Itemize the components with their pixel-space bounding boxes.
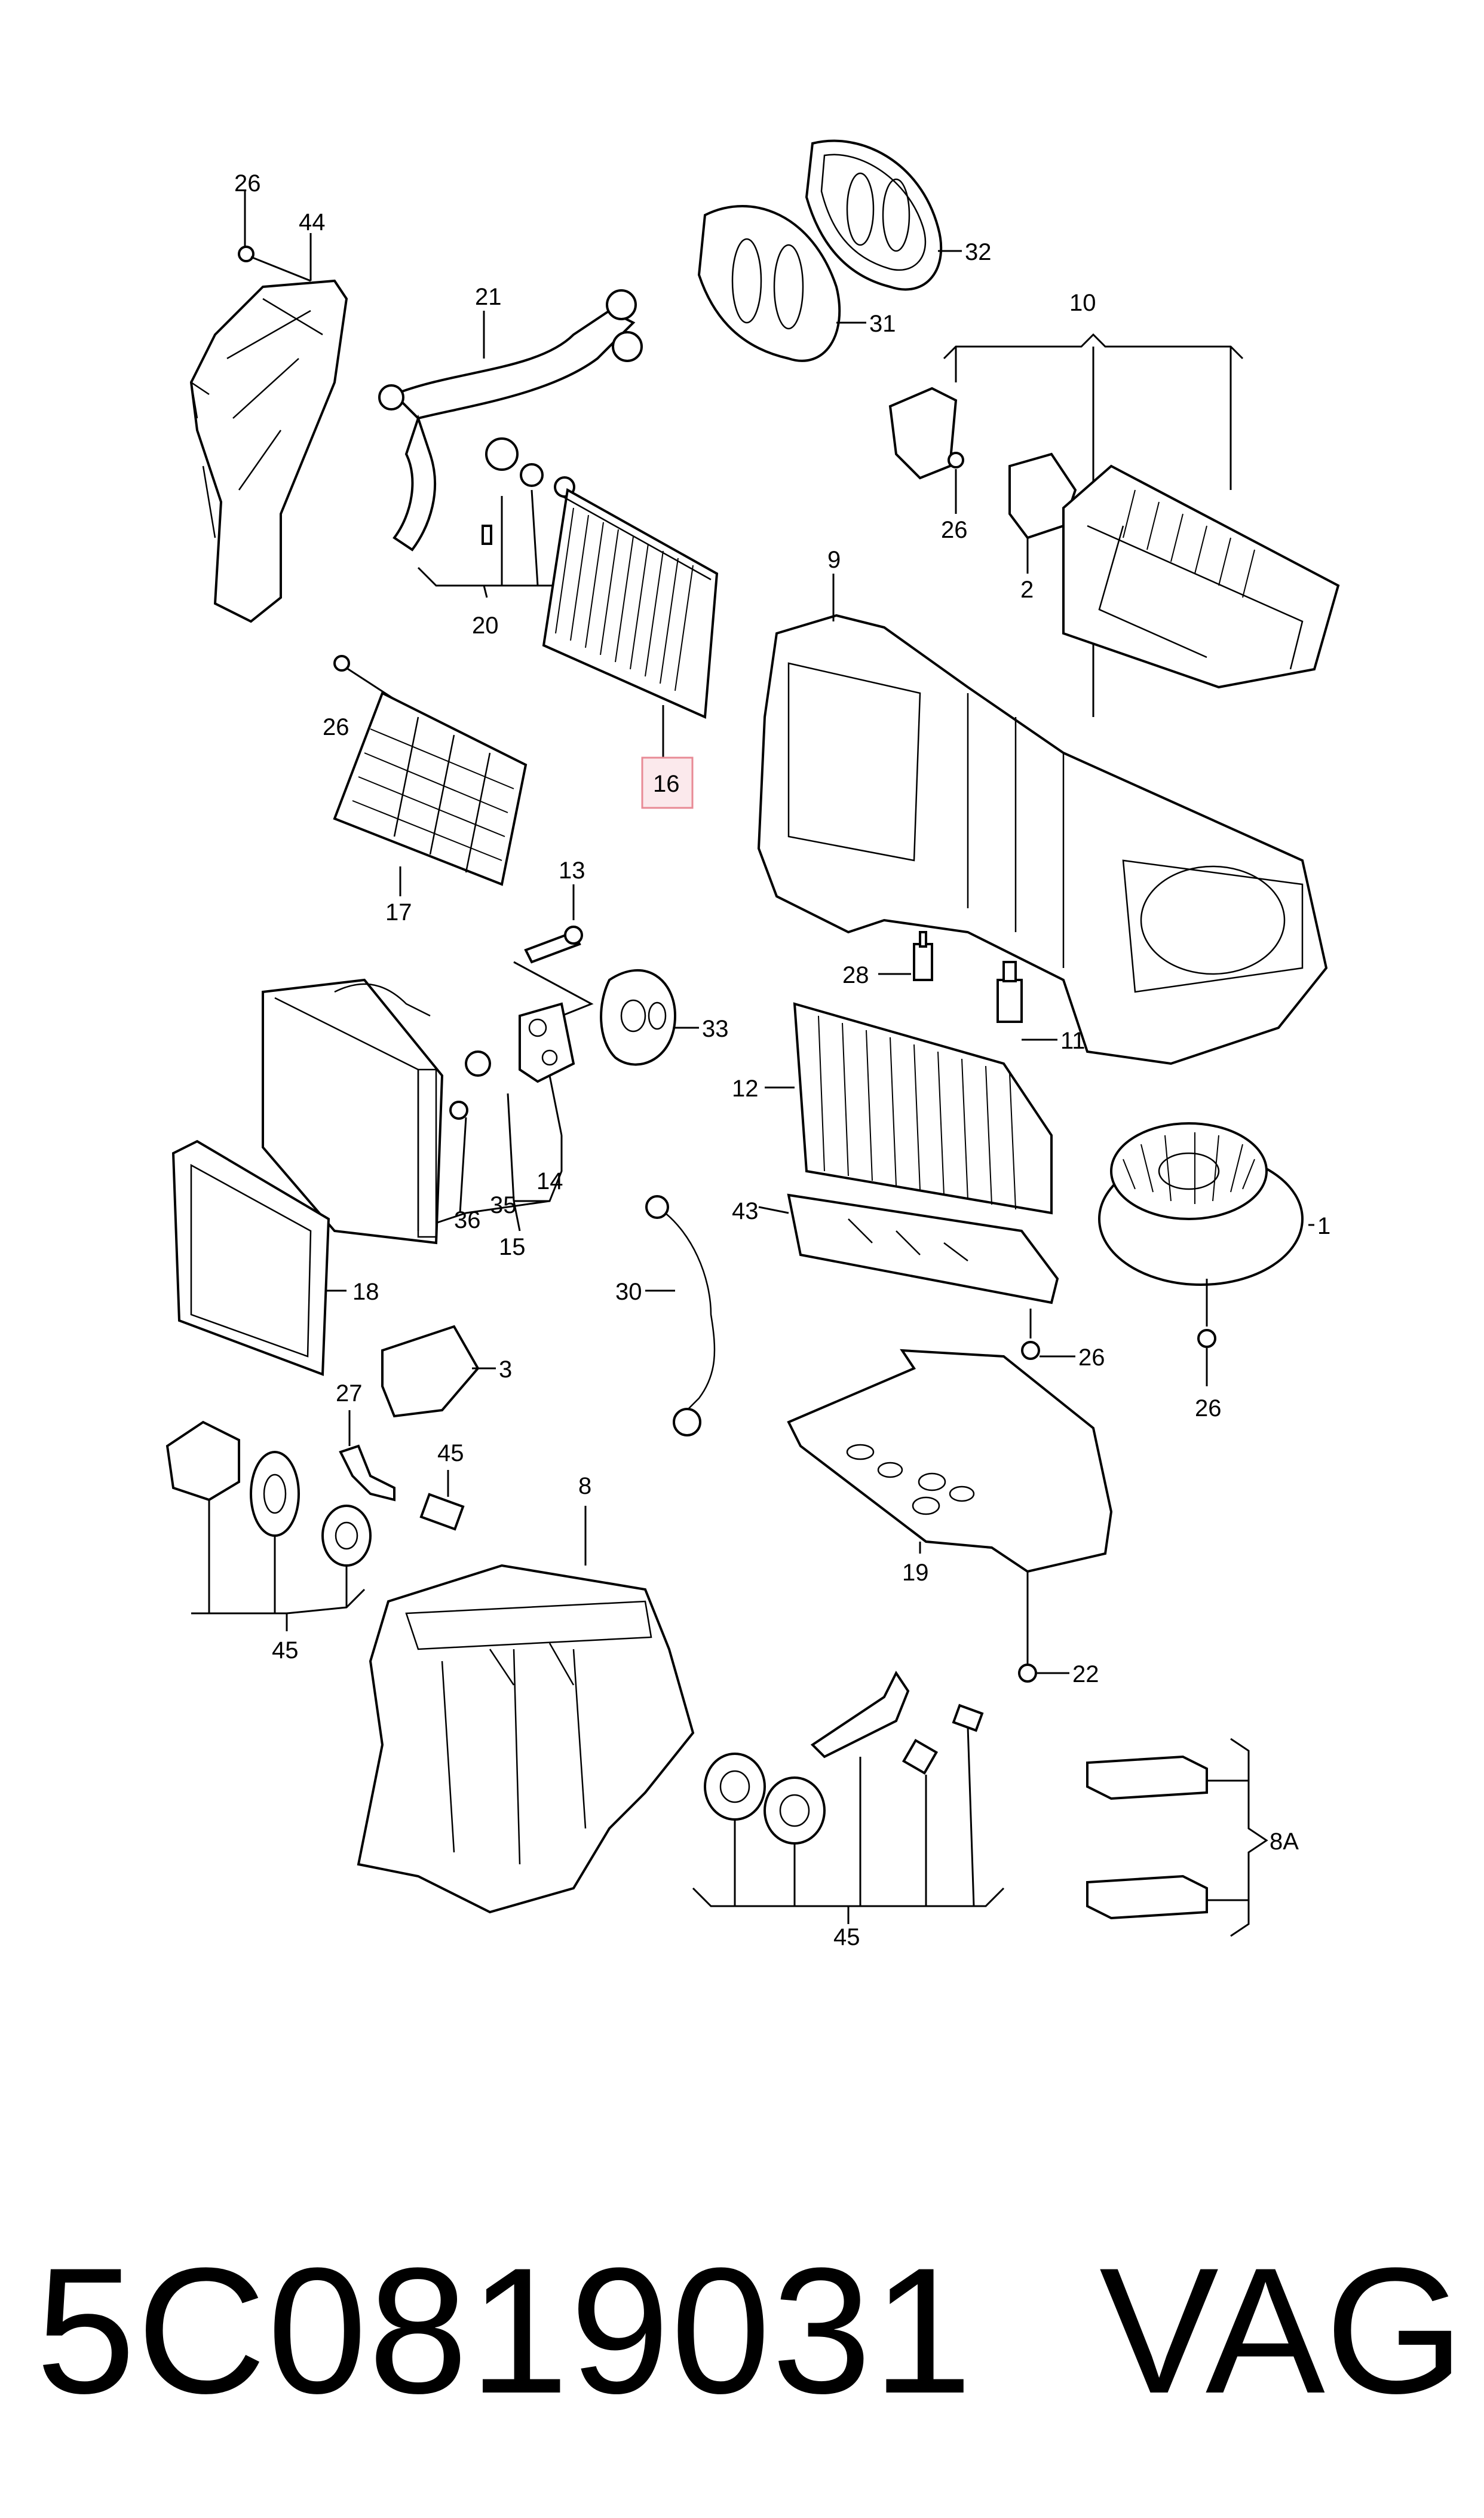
pollen-filter-12: [793, 1002, 1053, 1215]
callout-26: 26: [941, 517, 968, 543]
callout-14: 14: [536, 1168, 563, 1194]
gear-45d: [764, 1776, 826, 1845]
seal-31: [697, 205, 841, 362]
callout-26: 26: [323, 714, 349, 740]
evaporator-15: [262, 978, 444, 1245]
cover-plate-43: [787, 1193, 1059, 1304]
callout-15: 15: [499, 1234, 526, 1260]
callout-36: 36: [454, 1207, 481, 1233]
switch-8A-top: [1086, 1755, 1208, 1800]
filter-frame-17: [333, 691, 528, 886]
callout-10: 10: [1069, 290, 1096, 316]
screw-22: [1018, 1664, 1037, 1683]
sensor-28: [913, 931, 933, 981]
lever-45: [810, 1671, 910, 1759]
callout-45: 45: [437, 1440, 464, 1466]
callout-1: 1: [1317, 1213, 1330, 1239]
screw-26e: [1197, 1329, 1216, 1348]
callout-43: 43: [732, 1198, 759, 1224]
gear-45a: [250, 1451, 300, 1537]
sensor-45c: [952, 1704, 984, 1732]
callout-20: 20: [472, 612, 499, 639]
callout-44: 44: [299, 209, 326, 235]
bolt-13: [524, 926, 583, 964]
callout-31: 31: [869, 311, 896, 337]
callout-35: 35: [490, 1192, 517, 1218]
hvac-housing-9: [757, 614, 1328, 1065]
switch-8A-bottom: [1086, 1874, 1208, 1920]
callout-11: 11: [1060, 1028, 1086, 1054]
callout-2: 2: [1020, 577, 1034, 603]
callout-17: 17: [385, 899, 412, 926]
connector-45a: [419, 1493, 465, 1531]
insulation-19: [787, 1349, 1113, 1573]
seal-32: [805, 139, 943, 291]
actuator-3: [381, 1325, 480, 1418]
callout-labels: 26 44 21 32 31 10 20 26 2 9 26 16 17 13 …: [234, 170, 1330, 1950]
callout-27: 27: [336, 1380, 363, 1407]
clamp-and-orings-20: [482, 437, 575, 545]
bulb-socket-11: [997, 961, 1023, 1023]
hose-30: [645, 1195, 716, 1436]
callout-19: 19: [902, 1560, 929, 1586]
callout-9: 9: [827, 547, 841, 573]
callout-8: 8: [578, 1473, 591, 1499]
callout-22: 22: [1072, 1661, 1099, 1687]
lower-housing-8: [357, 1564, 695, 1914]
sensor-27: [339, 1444, 395, 1502]
callout-18: 18: [352, 1279, 379, 1305]
actuator-housing-45: [165, 1420, 240, 1502]
blower-motor-1: [1098, 1122, 1304, 1286]
callout-16-highlight: [641, 756, 694, 809]
sensor-45b: [902, 1738, 939, 1775]
callout-28: 28: [842, 962, 869, 988]
screw-26a: [238, 246, 255, 262]
screw-26c: [333, 655, 350, 672]
heater-pipes-21: [378, 289, 643, 552]
brand-label: VAG: [1099, 2230, 1465, 2431]
callout-33: 33: [702, 1016, 729, 1042]
bracket-10: [888, 387, 958, 480]
callout-21: 21: [475, 284, 502, 310]
gear-45c: [704, 1753, 766, 1821]
part-number: 5C0819031: [36, 2230, 974, 2431]
screw-26d: [1021, 1341, 1040, 1360]
expansion-valve-14: [519, 1002, 575, 1083]
air-intake-housing-10: [1062, 464, 1340, 689]
callout-32: 32: [965, 239, 992, 265]
callout-8A: 8A: [1270, 1828, 1299, 1855]
heater-core-16: [542, 488, 719, 719]
gear-45b: [321, 1505, 372, 1567]
callout-30: 30: [615, 1279, 642, 1305]
callout-26: 26: [234, 170, 261, 197]
callout-3: 3: [499, 1356, 512, 1383]
callout-45: 45: [272, 1637, 299, 1664]
callout-45: 45: [833, 1924, 860, 1950]
callout-16: 16: [653, 771, 680, 797]
seal-frame-18: [171, 1139, 330, 1376]
callout-26: 26: [1078, 1344, 1105, 1371]
callout-26: 26: [1195, 1395, 1222, 1422]
air-duct-44: [189, 279, 348, 623]
cover-33: [600, 969, 677, 1066]
callout-12: 12: [732, 1076, 759, 1102]
screw-26b: [948, 452, 964, 468]
callout-13: 13: [559, 857, 585, 884]
exploded-parts-diagram: 26 44 21 32 31 10 20 26 2 9 26 16 17 13 …: [165, 139, 1340, 1950]
